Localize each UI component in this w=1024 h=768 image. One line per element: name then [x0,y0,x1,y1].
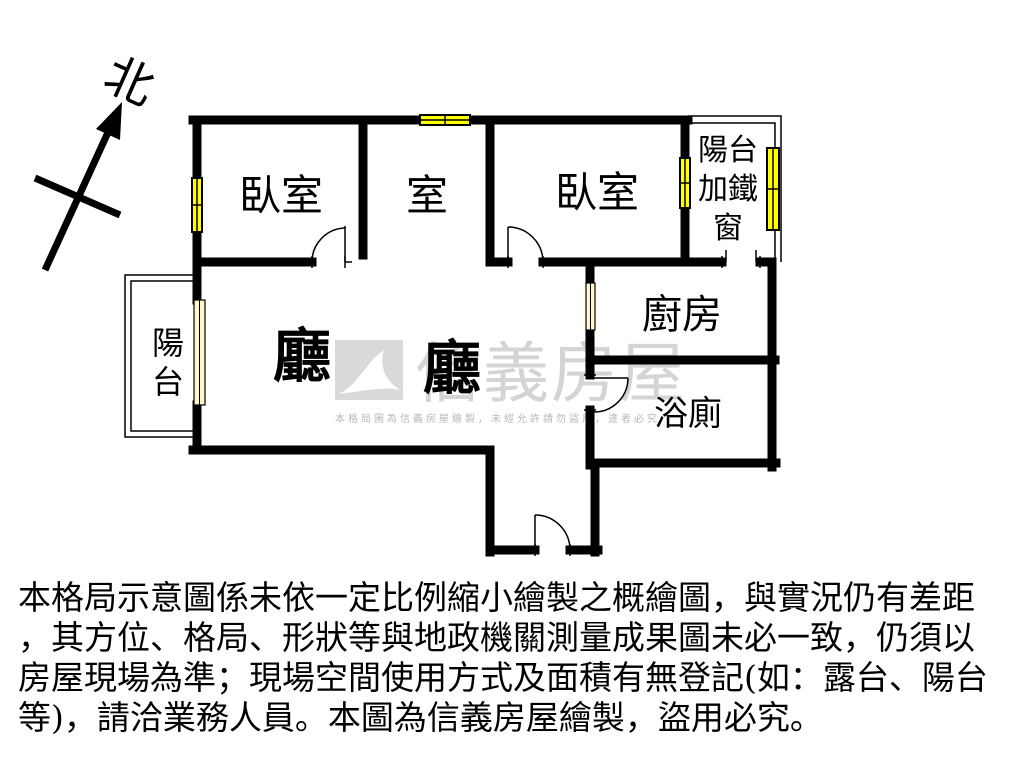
windows [191,114,780,406]
label-balcony-iron-window-line2: 加鐵 [698,172,758,207]
window-bedroom-right [679,157,691,209]
label-bedroom-right: 臥室 [555,168,639,217]
label-dining-room: 廳 [423,334,481,402]
disclaimer-line: 本格局示意圖係未依一定比例縮小繪製之概繪圖，與實況仍有差距 [18,578,975,617]
door-bedroom-right [507,226,544,268]
disclaimer-line: 等)，請洽業務人員。本圖為信義房屋繪製，盜用必究。 [18,698,823,737]
window-balcony-iron [766,147,780,231]
disclaimer: 本格局示意圖係未依一定比例縮小繪製之概繪圖，與實況仍有差距 ，其方位、格局、形狀… [18,578,1018,738]
north-label: 北 [96,46,163,117]
door-bedroom-left [311,226,352,268]
window-bedroom-left [191,177,203,233]
label-room-middle: 室 [406,171,448,220]
label-kitchen: 廚房 [642,292,722,338]
door-balcony-iron-window [721,250,761,268]
label-bathroom: 浴廁 [654,394,722,434]
doors [311,226,761,556]
label-balcony-iron-window-line1: 陽台 [698,133,758,168]
watermark-brand: 信義房屋 [415,335,687,412]
watermark-logo-mark [338,350,401,394]
window-top [419,114,471,126]
north-arrow-head [96,102,122,140]
label-bedroom-left: 臥室 [239,171,323,220]
window-balcony-left [193,299,206,406]
north-arrow: 北 [33,46,163,272]
walls [188,115,781,557]
label-balcony-iron-window-line3: 窗 [713,211,743,246]
label-balcony-left-line2: 台 [152,363,184,401]
disclaimer-line: 房屋現場為準；現場空間使用方式及面積有無登記(如：露台、陽台 [18,658,988,697]
window-kitchen [585,282,596,331]
north-arrow-crossbar [33,174,122,219]
floor-plan: 信義房屋 本格局圖為信義房屋繪製，未經允許請勿盜用，違者必究 北 [33,46,782,557]
label-balcony-left-line1: 陽 [152,324,184,362]
disclaimer-line: ，其方位、格局、形狀等與地政機關測量成果圖未必一致，仍須以 [18,618,975,657]
watermark: 信義房屋 本格局圖為信義房屋繪製，未經允許請勿盜用，違者必究 [335,335,687,425]
balcony-iron-window-outer-rail [688,115,782,262]
watermark-notice: 本格局圖為信義房屋繪製，未經允許請勿盜用，違者必究 [335,412,660,425]
room-labels: 臥室 室 臥室 陽台 加鐵 窗 廚房 陽 台 廳 廳 浴廁 [152,133,758,434]
door-bathroom [584,374,629,413]
label-living-room: 廳 [273,322,331,390]
door-entrance [534,514,571,556]
